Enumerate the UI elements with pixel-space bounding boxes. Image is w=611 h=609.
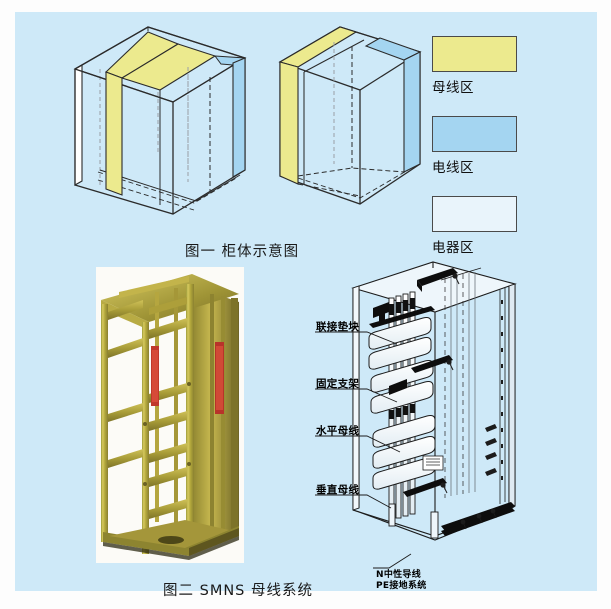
callout-horizontal-busbar: 水平母线 [316, 425, 360, 437]
caption-figure-two: 图二 SMNS 母线系统 [163, 583, 313, 599]
caption-figure-one: 图一 柜体示意图 [185, 244, 300, 260]
legend-item-wire: 电线区 [432, 116, 552, 176]
device-zone-swatch [432, 196, 517, 232]
figure-panel: 母线区 电线区 电器区 图一 柜体示意图 [15, 12, 597, 599]
legend-item-device: 电器区 [432, 196, 552, 256]
cabinet-right-diagram [278, 26, 422, 205]
legend: 母线区 电线区 电器区 [432, 36, 552, 276]
legend-label-busbar: 母线区 [432, 80, 474, 96]
busbar-system-drawing [351, 261, 517, 541]
callout-vertical-busbar: 垂直母线 [316, 484, 360, 496]
callout-connection-block: 联接垫块 [316, 321, 360, 333]
callout-neutral-and-pe: N中性导线 PE接地系统 [376, 570, 427, 591]
legend-item-busbar: 母线区 [432, 36, 552, 96]
callout-neutral-line: N中性导线 [376, 570, 422, 580]
legend-label-wire: 电线区 [432, 160, 474, 176]
callout-pe-earth-system: PE接地系统 [376, 580, 427, 591]
callout-fixed-bracket: 固定支架 [316, 378, 360, 390]
cabinet-left-diagram [73, 26, 247, 215]
legend-label-device: 电器区 [432, 240, 474, 256]
callout-leader-lines [315, 331, 401, 509]
npe-leader-line [373, 553, 412, 569]
busbar-zone-swatch [432, 36, 517, 72]
cabinet-photo [96, 267, 244, 563]
wire-zone-swatch [432, 116, 517, 152]
